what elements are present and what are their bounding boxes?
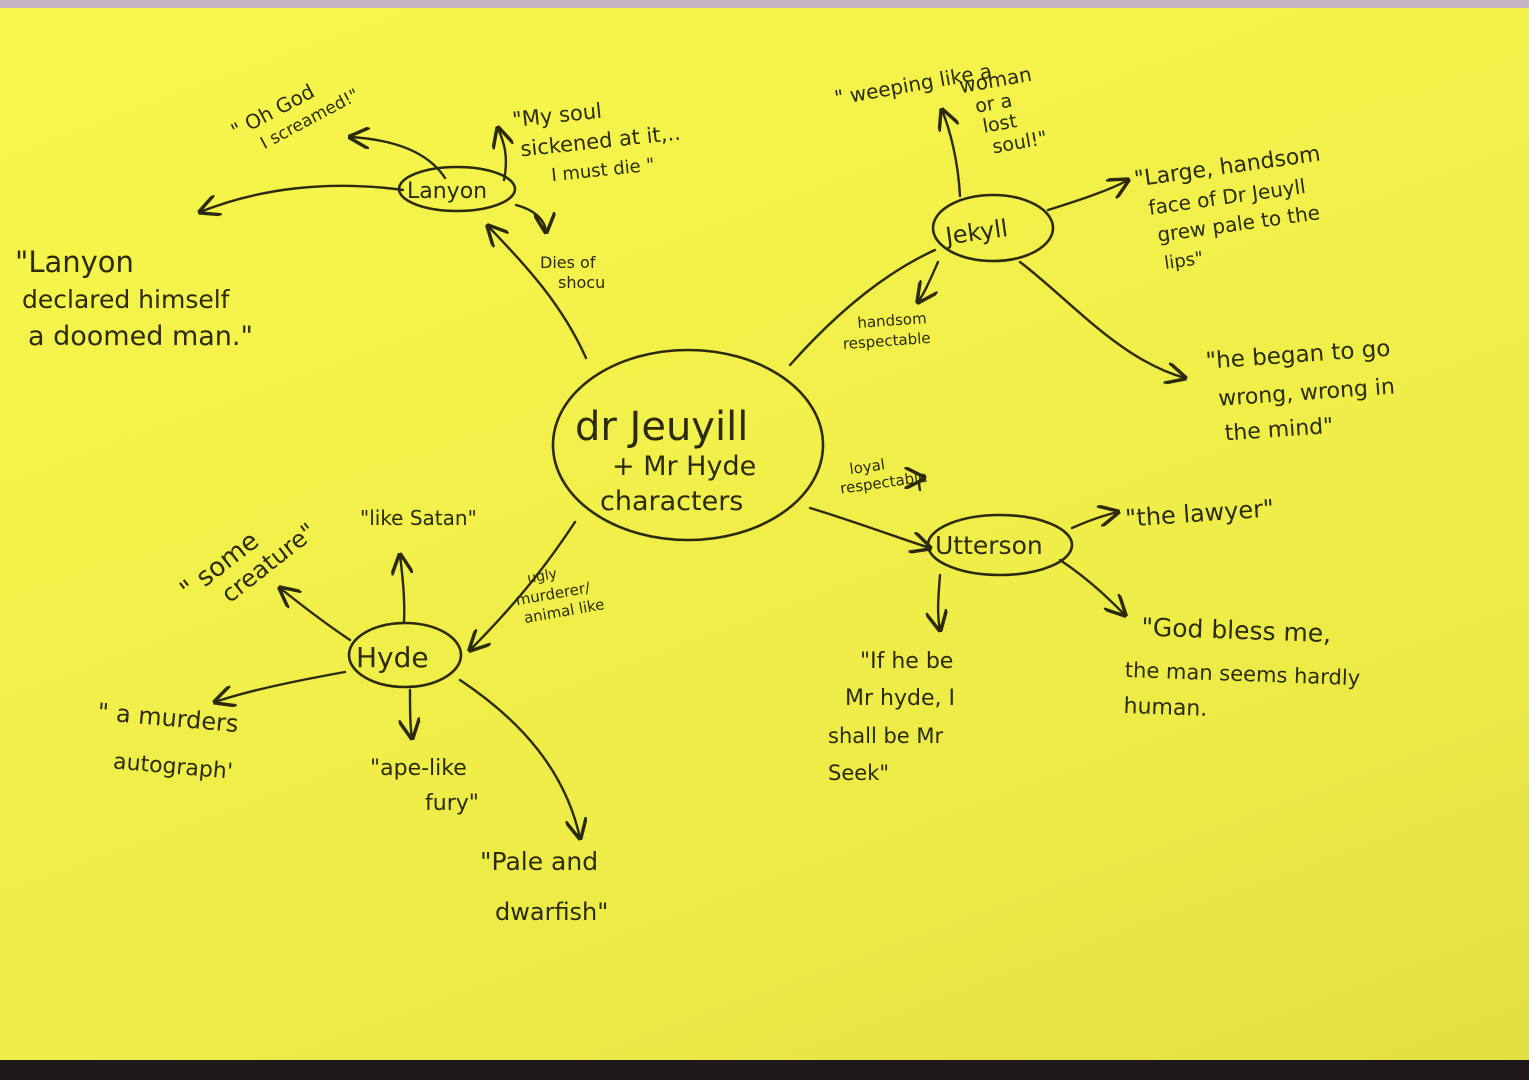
lanyon-label: Lanyon [407, 179, 487, 204]
jekyll-ellipse [931, 193, 1055, 263]
svg-text:"My soul: "My soul [511, 99, 603, 132]
svg-text:wrong, wrong in: wrong, wrong in [1218, 375, 1396, 412]
center-ellipse [551, 348, 825, 542]
utterson-quote-if-he: "If he be Mr hyde, I shall be Mr Seek" [828, 649, 955, 785]
yellow-paper-sheet [0, 8, 1529, 1060]
lanyon-node: Lanyon [397, 165, 517, 213]
line-hyde-pale [458, 678, 580, 838]
lanyon-quote-soul: "My soul sickened at it,.. I must die " [511, 99, 682, 186]
center-title-line2: + Mr Hyde [612, 451, 756, 482]
utterson-ellipse [926, 513, 1074, 577]
svg-text:"he began to go: "he began to go [1205, 336, 1391, 375]
lanyon-ellipse [397, 165, 517, 213]
lanyon-quote-oh-god: " Oh God I screamed!" [227, 79, 363, 154]
line-jekyll-weeping [942, 110, 962, 198]
line-utterson-if-he [938, 573, 940, 630]
svg-text:autograph': autograph' [112, 749, 234, 784]
svg-text:" a murders: " a murders [96, 698, 239, 738]
line-utterson-lawyer [1070, 512, 1118, 530]
svg-text:"like Satan": "like Satan" [360, 506, 477, 530]
line-lanyon-soul [498, 128, 506, 182]
svg-text:"If he be: "If he be [860, 649, 953, 674]
svg-text:shocu: shocu [558, 273, 605, 292]
hyde-link-label: ugly murderer/ animal like [514, 566, 605, 627]
line-utterson-loyal [919, 478, 924, 492]
svg-text:"Lanyon: "Lanyon [15, 245, 134, 279]
jekyll-link-label: handsom respectable [842, 309, 931, 353]
line-lanyon-oh-god [350, 137, 447, 180]
jekyll-quote-face: "Large, handsom face of Dr Jeuyll grew p… [1133, 142, 1322, 275]
hyde-ellipse [347, 621, 463, 689]
line-jekyll-face [1046, 180, 1128, 212]
line-utterson-god-bless [1058, 558, 1125, 615]
line-center-to-hyde [470, 520, 577, 650]
utterson-quote-lawyer: "the lawyer" [1124, 494, 1275, 532]
hyde-quote-satan: "like Satan" [360, 506, 477, 530]
line-lanyon-doomed [200, 184, 405, 212]
svg-text:fury": fury" [425, 791, 479, 816]
hyde-quote-autograph: " a murders autograph' [96, 698, 239, 785]
svg-text:Seek": Seek" [828, 761, 889, 785]
hyde-node: Hyde [347, 621, 463, 689]
center-title-line1: dr Jeuyill [575, 404, 748, 450]
svg-text:lips": lips" [1163, 248, 1205, 274]
jekyll-node: Jekyll [931, 193, 1055, 263]
center-node: dr Jeuyill + Mr Hyde characters [551, 348, 825, 542]
branch-lines [200, 110, 1185, 838]
jekyll-quote-weeping: " weeping like a woman or a lost soul!" [833, 59, 1049, 159]
jekyll-label: Jekyll [942, 214, 1010, 251]
svg-text:"God bless me,: "God bless me, [1141, 612, 1332, 648]
svg-text:a doomed man.": a doomed man." [28, 321, 253, 352]
svg-text:shall be Mr: shall be Mr [828, 724, 944, 748]
hyde-quote-ape: "ape-like fury" [370, 756, 479, 816]
utterson-label: Utterson [935, 531, 1043, 560]
line-hyde-autograph [215, 670, 347, 702]
lanyon-dies-label: Dies of shocu [540, 253, 605, 292]
svg-text:the man seems hardly: the man seems hardly [1124, 658, 1360, 690]
center-title-line3: characters [600, 486, 743, 517]
svg-text:declared himself: declared himself [22, 285, 231, 314]
svg-text:I must die ": I must die " [550, 154, 655, 186]
svg-text:loyal: loyal [848, 455, 886, 478]
hyde-quote-creature: " some creature" [175, 517, 322, 608]
line-center-to-lanyon [488, 226, 588, 360]
line-center-to-jekyll [788, 248, 937, 367]
svg-text:respectable: respectable [842, 329, 931, 353]
svg-text:"Pale and: "Pale and [480, 847, 598, 876]
line-hyde-satan [400, 555, 404, 624]
hyde-label: Hyde [356, 641, 429, 674]
utterson-quote-god-bless: "God bless me, the man seems hardly huma… [1123, 612, 1360, 722]
lanyon-quote-doomed: "Lanyon declared himself a doomed man." [15, 245, 253, 352]
line-center-to-utterson [808, 506, 930, 548]
line-lanyon-dies [514, 203, 546, 232]
hyde-quote-pale: "Pale and dwarfish" [480, 847, 608, 926]
jekyll-quote-wrong: "he began to go wrong, wrong in the mind… [1205, 336, 1396, 447]
table-shadow [0, 1060, 1529, 1080]
line-jekyll-handsom [918, 260, 940, 302]
svg-text:dwarfish": dwarfish" [495, 898, 608, 926]
svg-text:Mr hyde, I: Mr hyde, I [845, 686, 955, 711]
svg-text:ugly: ugly [526, 566, 558, 587]
svg-text:the mind": the mind" [1224, 414, 1334, 447]
svg-text:handsom: handsom [857, 309, 927, 332]
utterson-link-label: loyal respectable [839, 455, 929, 497]
svg-text:human.: human. [1123, 694, 1208, 722]
svg-text:"the lawyer": "the lawyer" [1124, 494, 1275, 532]
utterson-node: Utterson [926, 513, 1074, 577]
svg-text:"ape-like: "ape-like [370, 756, 467, 781]
svg-text:Dies of: Dies of [540, 253, 596, 272]
line-hyde-creature [280, 588, 352, 642]
line-jekyll-wrong [1018, 260, 1185, 378]
line-hyde-ape [410, 688, 412, 738]
